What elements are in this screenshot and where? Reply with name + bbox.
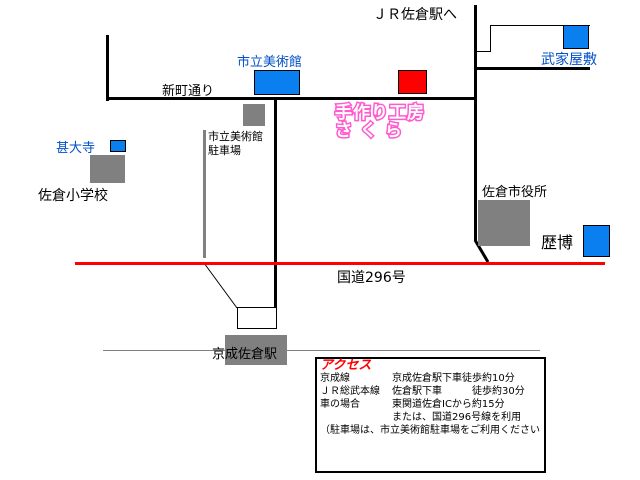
road bbox=[475, 67, 590, 70]
road bbox=[274, 98, 277, 308]
cityhall-label: 佐倉市役所 bbox=[482, 185, 548, 200]
access-note: （駐車場は、市立美術館駐車場をご利用ください bbox=[320, 425, 540, 436]
school-marker bbox=[90, 155, 125, 183]
museum-marker bbox=[254, 70, 300, 95]
road bbox=[475, 51, 491, 52]
access-box: アクセス 京成線 京成佐倉駅下車徒歩約10分 ＪＲ総武本線 佐倉駅下車 徒歩約30分… bbox=[315, 357, 546, 473]
access-title: アクセス bbox=[320, 358, 372, 373]
buke-marker bbox=[563, 25, 589, 49]
jindaiji-label: 甚大寺 bbox=[56, 141, 96, 156]
parking-label-1: 市立美術館 bbox=[208, 130, 263, 143]
access-mode: 京成線 bbox=[320, 373, 350, 384]
road bbox=[106, 35, 109, 101]
shinmachi-label: 新町通り bbox=[162, 84, 215, 99]
access-detail: 京成佐倉駅下車徒歩約10分 bbox=[392, 373, 515, 384]
jindaiji-marker bbox=[110, 140, 126, 152]
rekihaku-marker bbox=[583, 225, 610, 257]
jr-station-label: ＪＲ佐倉駅へ bbox=[373, 7, 457, 23]
access-row: ＪＲ総武本線 佐倉駅下車 徒歩約30分 bbox=[320, 385, 541, 398]
road-gray bbox=[203, 130, 206, 258]
rekihaku-label: 歴博 bbox=[541, 233, 574, 252]
access-mode: 車の場合 bbox=[320, 399, 360, 410]
access-row: 京成線 京成佐倉駅下車徒歩約10分 bbox=[320, 372, 541, 385]
route-296-road bbox=[75, 262, 605, 265]
buke-label: 武家屋敷 bbox=[541, 52, 597, 68]
parking-label-2: 駐車場 bbox=[208, 144, 241, 157]
road bbox=[490, 25, 491, 52]
station-box bbox=[237, 307, 277, 329]
cityhall-marker bbox=[478, 200, 530, 246]
railway bbox=[103, 350, 540, 351]
road bbox=[474, 5, 477, 241]
keisei-marker bbox=[225, 335, 287, 365]
shop-name-line1: 手作り工房 bbox=[334, 103, 426, 124]
shop-name-line2: さ く ら bbox=[334, 121, 404, 142]
access-mode bbox=[320, 411, 392, 424]
keisei-label: 京成佐倉駅 bbox=[212, 347, 278, 362]
shop-name: 手作り工房 さ く ら bbox=[334, 103, 426, 142]
access-mode: ＪＲ総武本線 bbox=[320, 386, 380, 397]
shop-marker bbox=[398, 70, 427, 94]
road bbox=[490, 25, 590, 26]
road-shinmachi bbox=[106, 97, 477, 100]
access-row: 車の場合 東関道佐倉ICから約15分 bbox=[320, 398, 541, 411]
school-label: 佐倉小学校 bbox=[38, 188, 108, 204]
parking-marker bbox=[243, 104, 265, 126]
access-detail: 佐倉駅下車 徒歩約30分 bbox=[392, 386, 525, 397]
museum-label: 市立美術館 bbox=[237, 55, 303, 70]
route296-label: 国道296号 bbox=[337, 270, 406, 286]
access-row: または、国道296号線を利用 bbox=[320, 411, 541, 424]
access-detail: または、国道296号線を利用 bbox=[392, 412, 522, 423]
access-detail: 東関道佐倉ICから約15分 bbox=[392, 399, 505, 410]
